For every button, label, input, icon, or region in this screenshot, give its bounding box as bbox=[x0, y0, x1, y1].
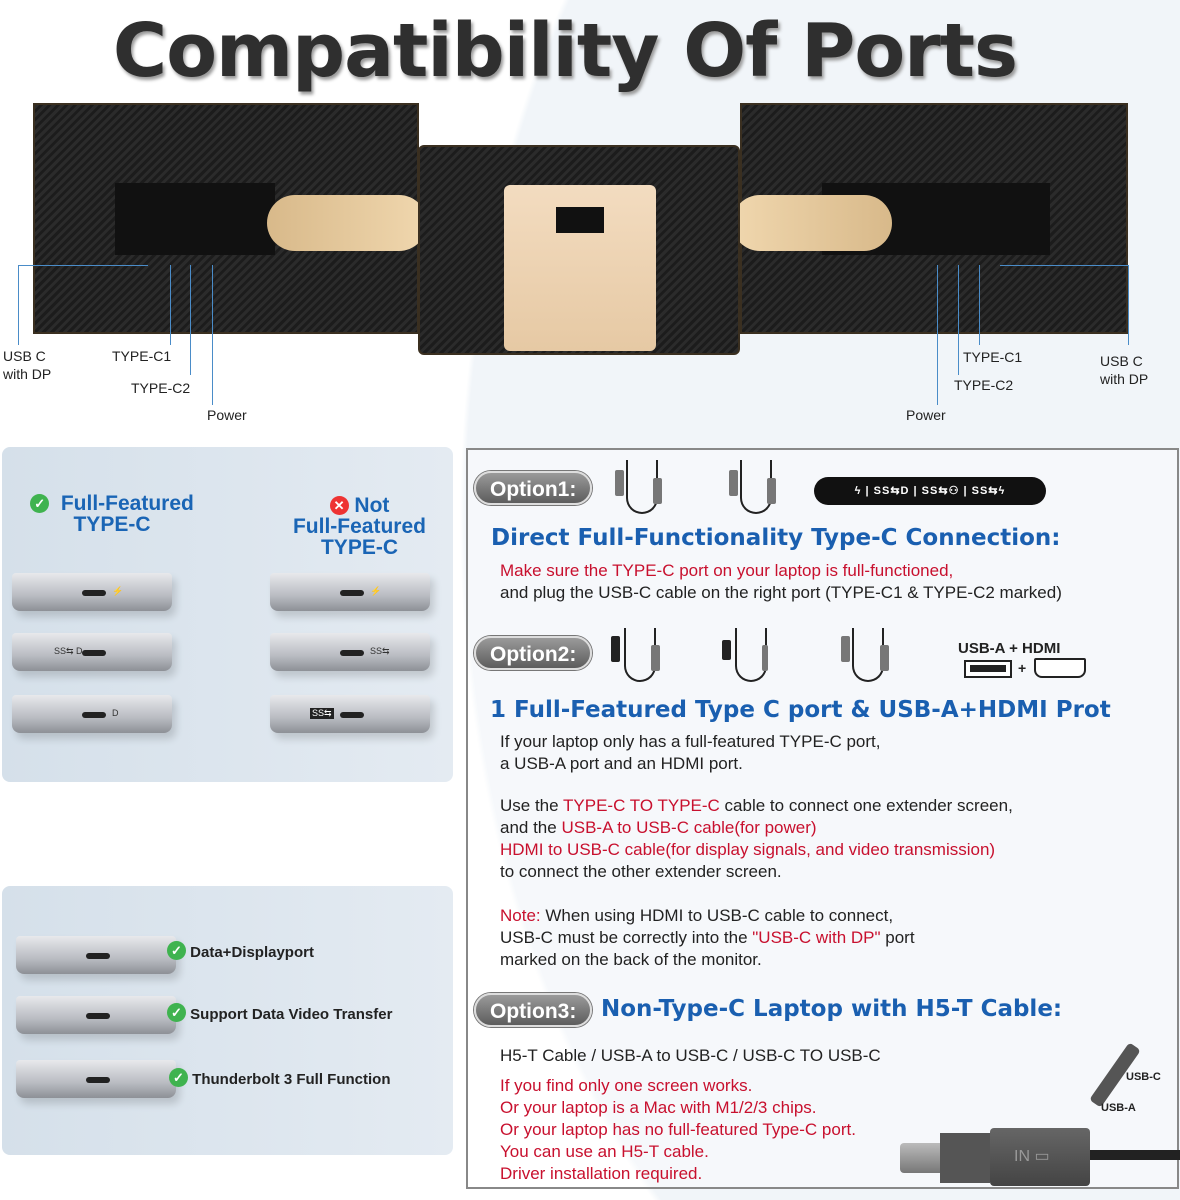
kickstand bbox=[504, 185, 656, 351]
feature-item: ✓ Data+Displayport bbox=[167, 941, 314, 961]
full-featured-title: ✓ Full-Featured TYPE-C bbox=[7, 493, 217, 535]
callout-line bbox=[212, 265, 213, 405]
features-panel: ✓ Data+Displayport ✓ Support Data Video … bbox=[2, 886, 453, 1155]
plug-icon bbox=[762, 645, 768, 671]
usb-a-port-icon bbox=[964, 660, 1012, 678]
check-icon: ✓ bbox=[167, 941, 186, 960]
callout-line bbox=[1128, 265, 1129, 345]
left-monitor bbox=[33, 103, 427, 334]
page-title: Compatibility Of Ports bbox=[112, 8, 1018, 94]
connector-body bbox=[940, 1133, 990, 1183]
option2-pill: Option2: bbox=[474, 636, 593, 670]
option3-notes: If you find only one screen works.Or you… bbox=[500, 1076, 856, 1183]
feature-item: ✓ Thunderbolt 3 Full Function bbox=[169, 1068, 390, 1088]
callout-line bbox=[170, 265, 171, 345]
check-icon: ✓ bbox=[167, 1003, 186, 1022]
left-type-c2-label: TYPE-C2 bbox=[131, 380, 191, 396]
left-type-c1-label: TYPE-C1 bbox=[112, 348, 172, 364]
h5t-cable-connector: IN ▭ bbox=[990, 1128, 1090, 1186]
option3-pill: Option3: bbox=[474, 993, 593, 1027]
plug-icon bbox=[611, 636, 620, 662]
usb-a-hdmi-label: USB-A + HDMI bbox=[958, 640, 1061, 657]
option1-line2: and plug the USB-C cable on the right po… bbox=[500, 583, 1062, 602]
right-hinge bbox=[732, 195, 892, 251]
not-full-featured-title: ✕ Not Full-Featured TYPE-C bbox=[292, 494, 426, 559]
laptop-port-thunderbolt: ⚡ bbox=[12, 573, 172, 611]
plug-icon bbox=[722, 640, 731, 660]
right-power-label: Power bbox=[906, 407, 946, 423]
compatibility-panel: ✓ Full-Featured TYPE-C ✕ Not Full-Featur… bbox=[2, 447, 453, 782]
laptop-port-dp: D bbox=[12, 695, 172, 733]
option1-heading: Direct Full-Functionality Type-C Connect… bbox=[491, 525, 1061, 551]
left-power-label: Power bbox=[207, 407, 247, 423]
laptop-port-power: ⚡ bbox=[270, 573, 430, 611]
usb-a-label: USB-A bbox=[1101, 1102, 1136, 1114]
left-hinge bbox=[267, 195, 427, 251]
callout-line bbox=[1000, 265, 1128, 266]
plus-sign: + bbox=[1018, 660, 1027, 676]
usb-c-label: USB-C bbox=[1126, 1071, 1161, 1083]
option2-p1: If your laptop only has a full-featured … bbox=[500, 732, 881, 773]
option3-subtitle: H5-T Cable / USB-A to USB-C / USB-C TO U… bbox=[500, 1046, 881, 1065]
cable-wire bbox=[1090, 1150, 1180, 1160]
check-icon: ✓ bbox=[169, 1068, 188, 1087]
plug-icon bbox=[841, 636, 850, 662]
plug-icon bbox=[615, 470, 624, 496]
right-type-c1-label: TYPE-C1 bbox=[963, 349, 1023, 365]
feature-item: ✓ Support Data Video Transfer bbox=[167, 1003, 392, 1023]
option3-heading: Non-Type-C Laptop with H5-T Cable: bbox=[601, 996, 1063, 1022]
callout-line bbox=[18, 265, 148, 266]
option2-p2: Use the TYPE-C TO TYPE-C cable to connec… bbox=[500, 796, 1013, 881]
callout-line bbox=[958, 265, 959, 375]
usb-c-plug-icon bbox=[900, 1143, 940, 1173]
option1-pill: Option1: bbox=[474, 471, 593, 505]
check-icon: ✓ bbox=[30, 494, 50, 513]
callout-line bbox=[190, 265, 191, 375]
option2-heading: 1 Full-Featured Type C port & USB-A+HDMI… bbox=[490, 697, 1111, 723]
plug-icon bbox=[880, 645, 889, 671]
laptop-port-ss-dp: SS⇆ D bbox=[12, 633, 172, 671]
laptop-port bbox=[16, 1060, 176, 1098]
laptop-port bbox=[16, 936, 176, 974]
port-symbols-badge: ϟ | SS⇆D | SS⇆⚇ | SS⇆ϟ bbox=[814, 477, 1046, 505]
laptop-port-ss: SS⇆ bbox=[270, 633, 430, 671]
option2-note: Note: When using HDMI to USB-C cable to … bbox=[500, 906, 915, 969]
label-plate bbox=[556, 207, 604, 233]
options-box bbox=[466, 448, 1179, 1189]
plug-icon bbox=[729, 470, 738, 496]
right-type-c2-label: TYPE-C2 bbox=[954, 377, 1014, 393]
right-monitor bbox=[732, 103, 1128, 334]
center-stand bbox=[418, 145, 740, 355]
option1-line1: Make sure the TYPE-C port on your laptop… bbox=[500, 561, 954, 580]
plug-icon bbox=[651, 645, 660, 671]
callout-line bbox=[979, 265, 980, 345]
plug-icon bbox=[767, 478, 776, 504]
laptop-port bbox=[16, 996, 176, 1034]
left-port-block bbox=[115, 183, 275, 255]
laptop-port-ss-only: SS⇆ bbox=[270, 695, 430, 733]
x-icon: ✕ bbox=[329, 496, 349, 515]
callout-line bbox=[18, 265, 19, 345]
callout-line bbox=[937, 265, 938, 405]
plug-icon bbox=[653, 478, 662, 504]
hdmi-port-icon bbox=[1034, 658, 1086, 678]
